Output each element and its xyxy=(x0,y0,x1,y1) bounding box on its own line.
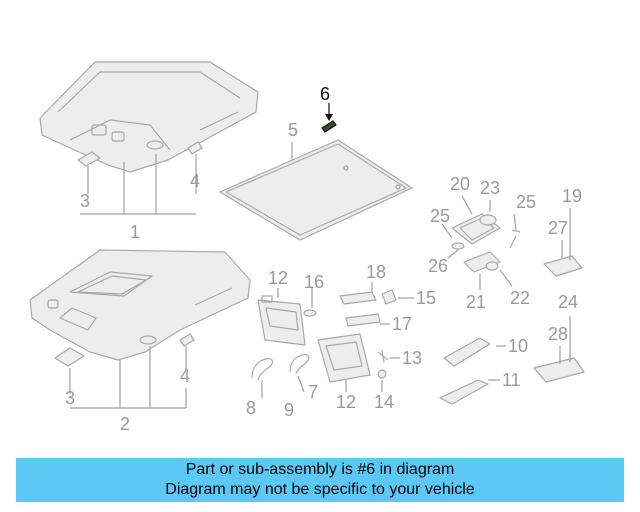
clip-14 xyxy=(377,369,387,379)
clip-lower-right xyxy=(179,333,195,347)
lamp-19 xyxy=(543,255,583,277)
bulb-26 xyxy=(451,242,465,250)
callout-15: 15 xyxy=(416,288,436,308)
callout-12-left: 12 xyxy=(268,268,288,288)
callout-4-upper: 4 xyxy=(190,171,200,191)
callout-labels: 3 4 1 3 4 2 5 6 12 16 18 15 17 13 14 12 … xyxy=(65,84,582,434)
sunvisor-left-12 xyxy=(257,295,306,346)
bulb-23 xyxy=(479,214,497,226)
headliner-lower xyxy=(29,249,251,361)
hook-15 xyxy=(381,289,397,305)
banner-line-2: Diagram may not be specific to your vehi… xyxy=(165,481,475,498)
clip-16 xyxy=(303,309,317,317)
lens-21 xyxy=(463,251,501,273)
callout-2: 2 xyxy=(120,414,130,434)
callout-25-left: 25 xyxy=(430,206,450,226)
callout-18: 18 xyxy=(366,262,386,282)
callout-6-highlighted: 6 xyxy=(320,84,330,104)
callout-9: 9 xyxy=(284,400,294,420)
callout-16: 16 xyxy=(304,272,324,292)
callout-3-lower: 3 xyxy=(65,388,75,408)
callout-4-lower: 4 xyxy=(180,366,190,386)
clip-upper-right xyxy=(187,141,203,155)
callout-27: 27 xyxy=(548,218,568,238)
part-6-clip-highlighted[interactable] xyxy=(321,120,337,133)
callout-5: 5 xyxy=(288,120,298,140)
banner-line-1: Part or sub-assembly is #6 in diagram xyxy=(185,461,455,478)
coat-hook-8 xyxy=(251,357,274,381)
callout-21: 21 xyxy=(466,292,486,312)
map-lamp-10 xyxy=(443,337,491,367)
sunvisor-right-12 xyxy=(317,333,371,383)
callout-20: 20 xyxy=(450,174,470,194)
callout-13: 13 xyxy=(402,348,422,368)
leader-lines xyxy=(69,142,571,409)
handle-18 xyxy=(339,291,377,305)
bulb-22 xyxy=(485,261,499,271)
callout-22: 22 xyxy=(510,288,530,308)
callout-24: 24 xyxy=(558,292,578,312)
callout-26: 26 xyxy=(428,256,448,276)
callout-8: 8 xyxy=(246,398,256,418)
info-banner: Part or sub-assembly is #6 in diagram Di… xyxy=(16,458,624,502)
vanity-mirror-17 xyxy=(345,313,381,327)
callout-28: 28 xyxy=(548,324,568,344)
sunvisor-pad-upper-left xyxy=(77,151,101,167)
sunvisor-pad-lower-left xyxy=(54,347,85,367)
lamp-24 xyxy=(533,357,585,383)
callout-3-upper: 3 xyxy=(80,191,90,211)
coat-hook-9 xyxy=(289,353,310,375)
headliner-upper xyxy=(39,61,259,173)
screw-13 xyxy=(377,349,389,363)
callout-1: 1 xyxy=(130,222,140,242)
callout-7: 7 xyxy=(308,382,318,402)
callout-23: 23 xyxy=(480,178,500,198)
bulb-25 xyxy=(509,229,521,249)
callout-12-right: 12 xyxy=(336,392,356,412)
headliner-board-5 xyxy=(219,139,413,241)
callout-17: 17 xyxy=(392,314,412,334)
callout-10: 10 xyxy=(508,336,528,356)
callout-14: 14 xyxy=(374,392,394,412)
callout-19: 19 xyxy=(562,186,582,206)
callout-25-right: 25 xyxy=(516,192,536,212)
bracket-11 xyxy=(439,379,489,405)
callout-11: 11 xyxy=(502,370,521,390)
